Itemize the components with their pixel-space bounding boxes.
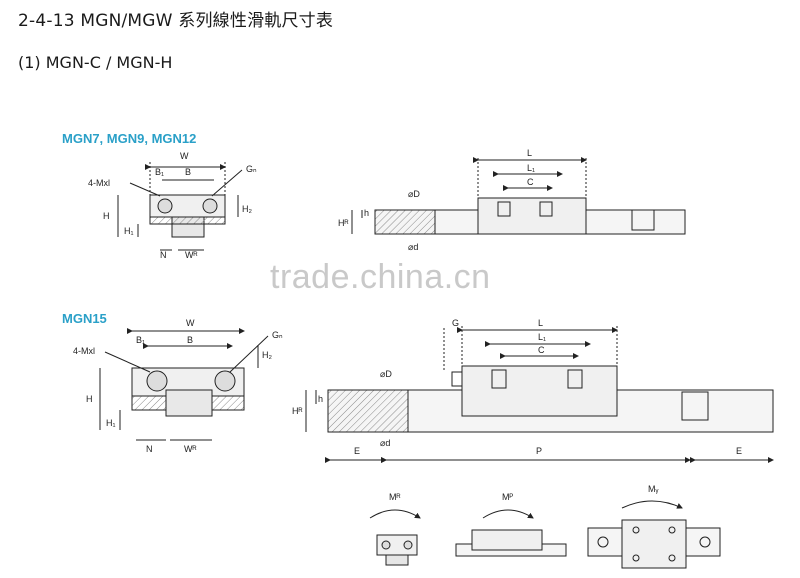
label-MR: Mᴿ xyxy=(389,492,401,502)
label-L1-mgn15: L₁ xyxy=(538,332,546,342)
label-WR-small: Wᴿ xyxy=(185,250,198,260)
label-B-mgn15: B xyxy=(187,335,193,345)
label-L-mgn15: L xyxy=(538,318,543,328)
label-Mxl-mgn15: 4-Mxl xyxy=(73,346,95,356)
label-H2-mgn15: H₂ xyxy=(262,350,272,360)
label-d-small: ⌀d xyxy=(408,242,418,252)
label-Gn-small: Gₙ xyxy=(246,164,257,174)
label-W-small: W xyxy=(180,151,189,161)
label-L1-small: L₁ xyxy=(527,163,535,173)
label-B-small: B xyxy=(185,167,191,177)
section-label-small: MGN7, MGN9, MGN12 xyxy=(62,131,197,146)
label-D-mgn15: ⌀D xyxy=(380,369,392,379)
label-C-small: C xyxy=(527,177,534,187)
label-HR-mgn15: Hᴿ xyxy=(292,406,303,416)
moment-diagrams xyxy=(369,500,721,569)
label-G-mgn15: G xyxy=(452,318,459,328)
page-subtitle: (1) MGN-C / MGN-H xyxy=(18,53,173,72)
page-title: 2-4-13 MGN/MGW 系列線性滑軌尺寸表 xyxy=(18,11,334,31)
label-D-small: ⌀D xyxy=(408,189,420,199)
label-H-small: H xyxy=(103,211,110,221)
label-N-small: N xyxy=(160,250,167,260)
label-H2-small: H₂ xyxy=(242,204,252,214)
label-W-mgn15: W xyxy=(186,318,195,328)
label-HR-small: Hᴿ xyxy=(338,218,349,228)
label-h-mgn15: h xyxy=(318,394,323,404)
label-h-small: h xyxy=(364,208,369,218)
side-view-small xyxy=(351,157,686,235)
label-B1-small: B₁ xyxy=(155,167,164,177)
label-H1-small: H₁ xyxy=(124,226,134,236)
front-view-mgn15 xyxy=(99,328,269,441)
label-MP: Mᴾ xyxy=(502,492,513,502)
label-L-small: L xyxy=(527,148,532,158)
label-P: P xyxy=(536,446,542,456)
label-C-mgn15: C xyxy=(538,345,545,355)
section-label-mgn15: MGN15 xyxy=(62,311,107,326)
label-Gn-mgn15: Gₙ xyxy=(272,330,283,340)
label-H1-mgn15: H₁ xyxy=(106,418,116,428)
side-view-mgn15 xyxy=(305,326,774,463)
label-N-mgn15: N xyxy=(146,444,153,454)
front-view-small xyxy=(117,162,243,251)
watermark: trade.china.cn xyxy=(270,258,491,296)
label-B1-mgn15: B₁ xyxy=(136,335,145,345)
label-d-mgn15: ⌀d xyxy=(380,438,390,448)
label-H-mgn15: H xyxy=(86,394,93,404)
label-E-left: E xyxy=(354,446,360,456)
label-WR-mgn15: Wᴿ xyxy=(184,444,197,454)
label-E-right: E xyxy=(736,446,742,456)
label-Mxl-small: 4-Mxl xyxy=(88,178,110,188)
label-MY: Mᵧ xyxy=(648,484,658,494)
